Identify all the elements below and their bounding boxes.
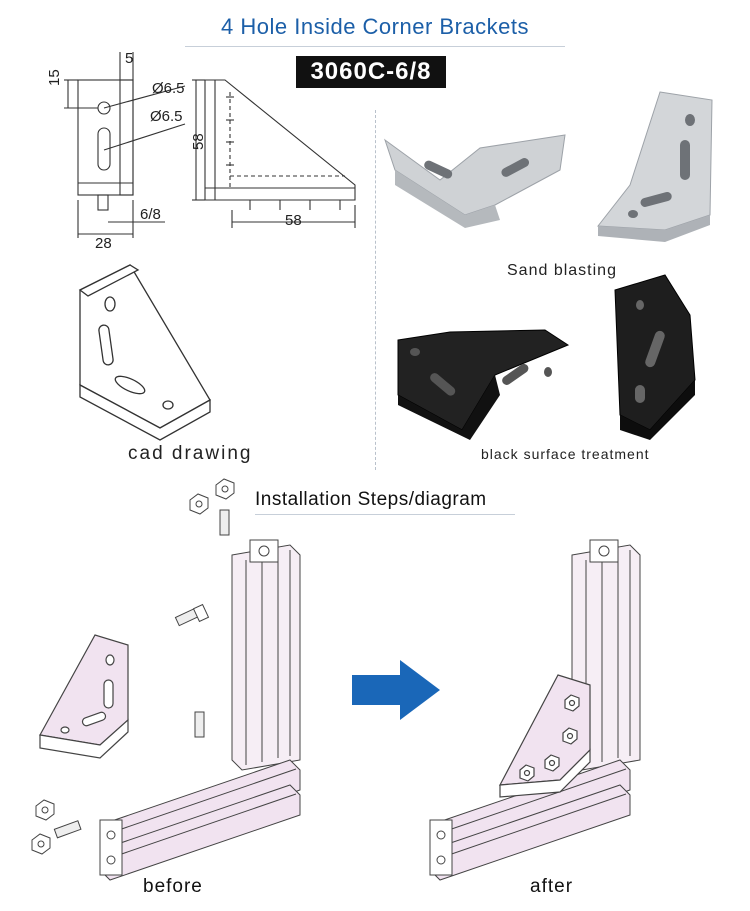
before-bracket	[39, 634, 129, 759]
installation-underline	[255, 514, 515, 515]
sand-blasting-caption: Sand blasting	[507, 262, 617, 279]
dim-base-width: 28	[95, 235, 112, 252]
silver-bracket-upright	[597, 91, 713, 242]
after-bracket	[498, 674, 591, 798]
model-badge: 3060C-6/8	[296, 56, 446, 88]
cad-caption: cad drawing	[128, 443, 253, 464]
dim-hole-upper: Ø6.5	[152, 80, 185, 97]
dim-top-width: 5	[125, 50, 134, 67]
black-bracket-flat	[397, 329, 570, 440]
after-horizontal-profile	[429, 759, 631, 881]
silver-bracket-flat	[384, 134, 566, 228]
before-label: before	[143, 876, 203, 897]
title-underline	[185, 46, 565, 47]
dim-side-height: 15	[46, 69, 63, 86]
dim-length: 58	[285, 212, 302, 229]
after-label: after	[530, 876, 574, 897]
dim-height: 58	[190, 133, 207, 150]
page-title: 4 Hole Inside Corner Brackets	[221, 14, 529, 39]
section-divider	[375, 110, 376, 470]
direction-arrow	[352, 660, 440, 720]
dim-hole-lower: Ø6.5	[150, 108, 183, 125]
black-bracket-upright	[614, 274, 696, 440]
before-horizontal-profile	[99, 759, 301, 881]
installation-title: Installation Steps/diagram	[255, 489, 487, 510]
before-fasteners	[31, 478, 235, 855]
black-treatment-caption: black surface treatment	[481, 446, 650, 462]
after-vertical-profile	[571, 539, 641, 771]
before-vertical-profile	[231, 539, 301, 771]
dim-bolt: 6/8	[140, 206, 161, 223]
